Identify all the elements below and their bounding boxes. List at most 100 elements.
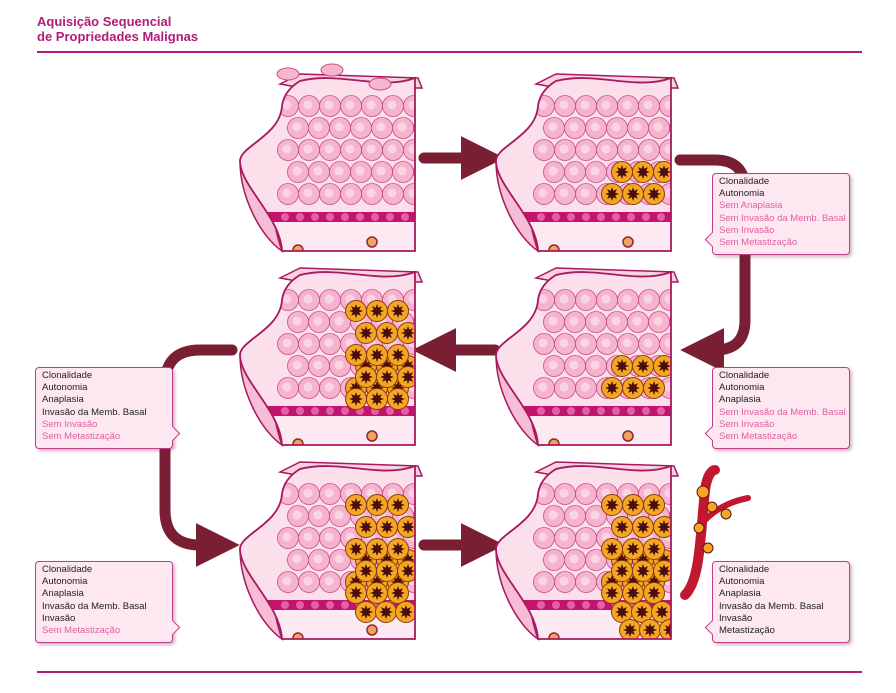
tumor-nucleus bbox=[636, 359, 650, 373]
cell-nucleus bbox=[303, 382, 313, 392]
membrane-cell bbox=[642, 407, 650, 415]
tumor-nucleus bbox=[359, 564, 373, 578]
membrane-cell bbox=[416, 407, 424, 415]
membrane-cell bbox=[281, 213, 289, 221]
cell-nucleus bbox=[303, 338, 313, 348]
cell-nucleus bbox=[664, 382, 671, 392]
membrane-cell bbox=[657, 213, 665, 221]
cell-nucleus bbox=[559, 382, 569, 392]
cell-nucleus bbox=[324, 576, 334, 586]
tumor-nucleus bbox=[391, 304, 405, 318]
cell-nucleus bbox=[324, 382, 334, 392]
cell-nucleus bbox=[548, 122, 558, 132]
cell-nucleus bbox=[548, 360, 558, 370]
cell-nucleus bbox=[355, 166, 365, 176]
cell-nucleus bbox=[548, 316, 558, 326]
membrane-cell bbox=[341, 407, 349, 415]
membrane-cell bbox=[296, 213, 304, 221]
stroma-cell bbox=[622, 236, 634, 248]
tumor-nucleus bbox=[359, 520, 373, 534]
membrane-cell bbox=[296, 407, 304, 415]
tumor-nucleus bbox=[401, 564, 415, 578]
property-line: Invasão bbox=[719, 612, 753, 624]
property-line: Sem Invasão da Memb. Basal bbox=[719, 406, 846, 418]
cell-nucleus bbox=[559, 100, 569, 110]
cell-nucleus bbox=[590, 554, 600, 564]
cell-nucleus bbox=[282, 188, 292, 198]
cell-nucleus bbox=[355, 122, 365, 132]
stroma-cell bbox=[622, 430, 634, 442]
membrane-cell bbox=[657, 407, 665, 415]
membrane-cell bbox=[672, 407, 680, 415]
cell-nucleus bbox=[282, 382, 292, 392]
cell-nucleus bbox=[397, 166, 407, 176]
tumor-nucleus bbox=[370, 498, 384, 512]
tumor-nucleus bbox=[380, 520, 394, 534]
membrane-cell bbox=[371, 213, 379, 221]
property-line: Clonalidade bbox=[42, 564, 93, 575]
tumor-nucleus bbox=[349, 304, 363, 318]
tissue-outline bbox=[495, 270, 672, 446]
cell-nucleus bbox=[590, 316, 600, 326]
tissue-block-stage-1 bbox=[239, 63, 428, 253]
tumor-nucleus bbox=[349, 498, 363, 512]
shedding-cell bbox=[276, 67, 300, 81]
cell-nucleus bbox=[559, 488, 569, 498]
cell-nucleus bbox=[569, 554, 579, 564]
membrane-cell bbox=[386, 407, 394, 415]
membrane-cell bbox=[281, 601, 289, 609]
cell-nucleus bbox=[643, 100, 653, 110]
tumor-nucleus bbox=[643, 623, 657, 637]
epithelial-cell bbox=[413, 355, 415, 377]
epithelial-cell bbox=[669, 117, 671, 139]
tumor-nucleus bbox=[605, 381, 619, 395]
cell-nucleus bbox=[419, 123, 428, 132]
cell-nucleus bbox=[282, 144, 292, 154]
tumor-nucleus bbox=[615, 520, 629, 534]
membrane-cell bbox=[401, 213, 409, 221]
tumor-nucleus bbox=[615, 564, 629, 578]
membrane-cell bbox=[326, 601, 334, 609]
cell-nucleus bbox=[313, 510, 323, 520]
tumor-nucleus bbox=[647, 542, 661, 556]
cell-nucleus bbox=[324, 188, 334, 198]
cell-nucleus bbox=[559, 532, 569, 542]
cell-nucleus bbox=[334, 510, 344, 520]
membrane-cell bbox=[612, 407, 620, 415]
property-line: Anaplasia bbox=[719, 588, 761, 600]
tumor-nucleus bbox=[380, 370, 394, 384]
membrane-cell bbox=[597, 213, 605, 221]
property-line: Sem Metastização bbox=[719, 431, 798, 443]
membrane-cell bbox=[416, 601, 424, 609]
cell-nucleus bbox=[334, 554, 344, 564]
cell-nucleus bbox=[643, 294, 653, 304]
cell-nucleus bbox=[366, 144, 376, 154]
cell-nucleus bbox=[408, 144, 415, 154]
cell-nucleus bbox=[313, 316, 323, 326]
tumor-nucleus bbox=[636, 564, 650, 578]
tumor-nucleus bbox=[626, 381, 640, 395]
cell-nucleus bbox=[419, 317, 428, 326]
cell-nucleus bbox=[303, 294, 313, 304]
tumor-nucleus bbox=[657, 359, 671, 373]
cell-nucleus bbox=[590, 510, 600, 520]
cell-nucleus bbox=[601, 100, 611, 110]
property-line: Sem Invasão bbox=[719, 418, 775, 430]
cell-nucleus bbox=[538, 532, 548, 542]
epithelial-cell bbox=[669, 549, 671, 571]
cell-nucleus bbox=[303, 532, 313, 542]
stroma-cell bbox=[366, 236, 378, 248]
membrane-cell bbox=[386, 213, 394, 221]
cell-nucleus bbox=[559, 188, 569, 198]
membrane-cell bbox=[582, 213, 590, 221]
property-line: Invasão da Memb. Basal bbox=[719, 600, 824, 612]
cell-nucleus bbox=[622, 144, 632, 154]
cell-nucleus bbox=[601, 338, 611, 348]
tumor-nucleus bbox=[359, 370, 373, 384]
membrane-cell bbox=[567, 213, 575, 221]
membrane-cell bbox=[341, 601, 349, 609]
membrane-cell bbox=[627, 213, 635, 221]
cell-nucleus bbox=[303, 576, 313, 586]
